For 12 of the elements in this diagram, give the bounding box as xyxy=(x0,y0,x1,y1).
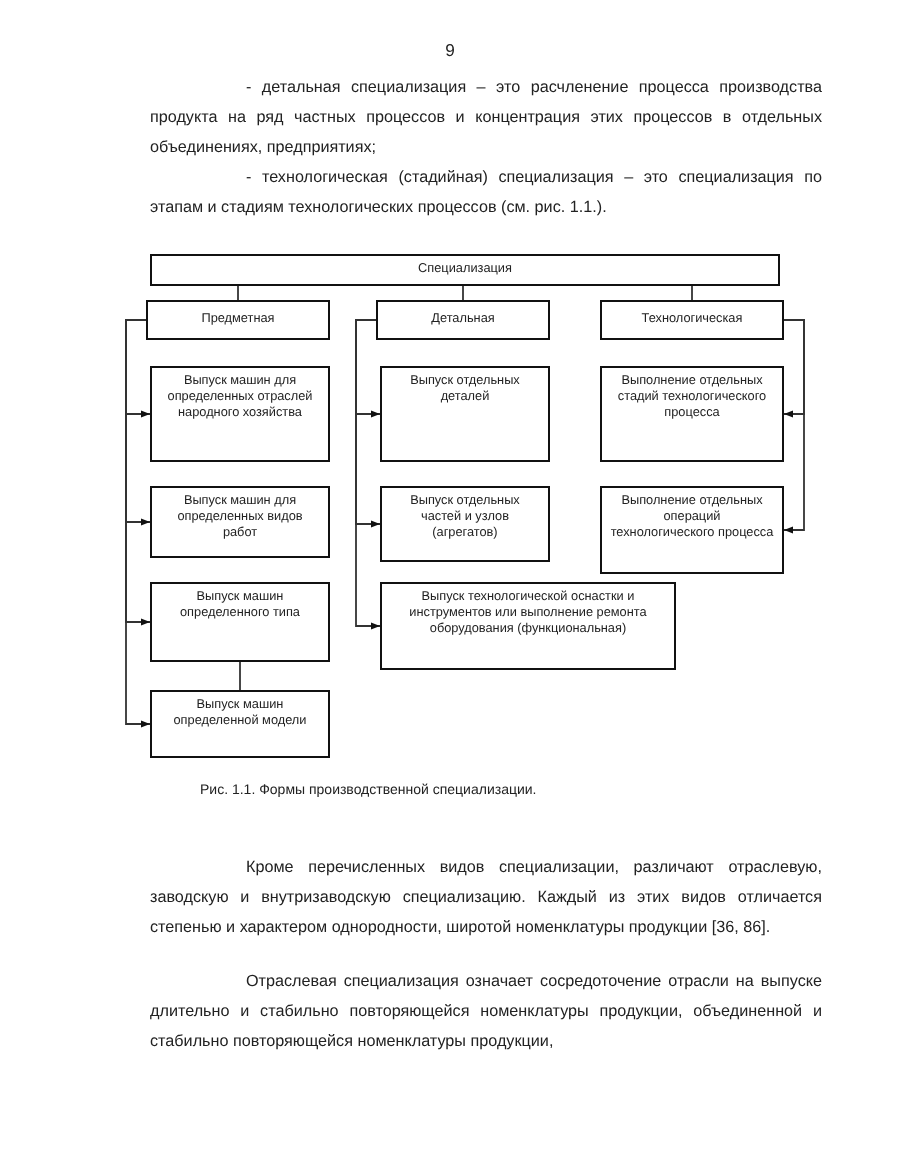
page-number: 9 xyxy=(443,40,457,60)
paragraph: - детальная специализация – это расчленение процесса производства продукта на ряд частных процессов и концентрация этих процессов в отдельных объединениях, предприятиях; xyxy=(150,76,822,160)
arrow xyxy=(783,319,805,534)
paragraph: Кроме перечисленных видов специализации, различают отраслевую, заводскую и внутризаводскую специализацию. Каждый из этих видов отличается степенью и характером однородности, широтой номенклатуры продукции [36, 86]. xyxy=(150,856,822,940)
connector-line xyxy=(237,285,239,301)
arrow xyxy=(125,319,151,728)
connector-line xyxy=(239,661,241,691)
arrow xyxy=(355,319,381,630)
paragraph: - технологическая (стадийная) специализация – это специализация по этапам и стадиям технологических процессов (см. рис. 1.1.). xyxy=(150,166,822,220)
connector-line xyxy=(691,285,693,301)
paragraph: Отраслевая специализация означает сосредоточение отрасли на выпуске длительно и стабильно повторяющейся номенклатуры продукции, объединенной и стабильно повторяющейся номенклатуры продукции, xyxy=(150,970,822,1054)
connector-line xyxy=(462,285,464,301)
